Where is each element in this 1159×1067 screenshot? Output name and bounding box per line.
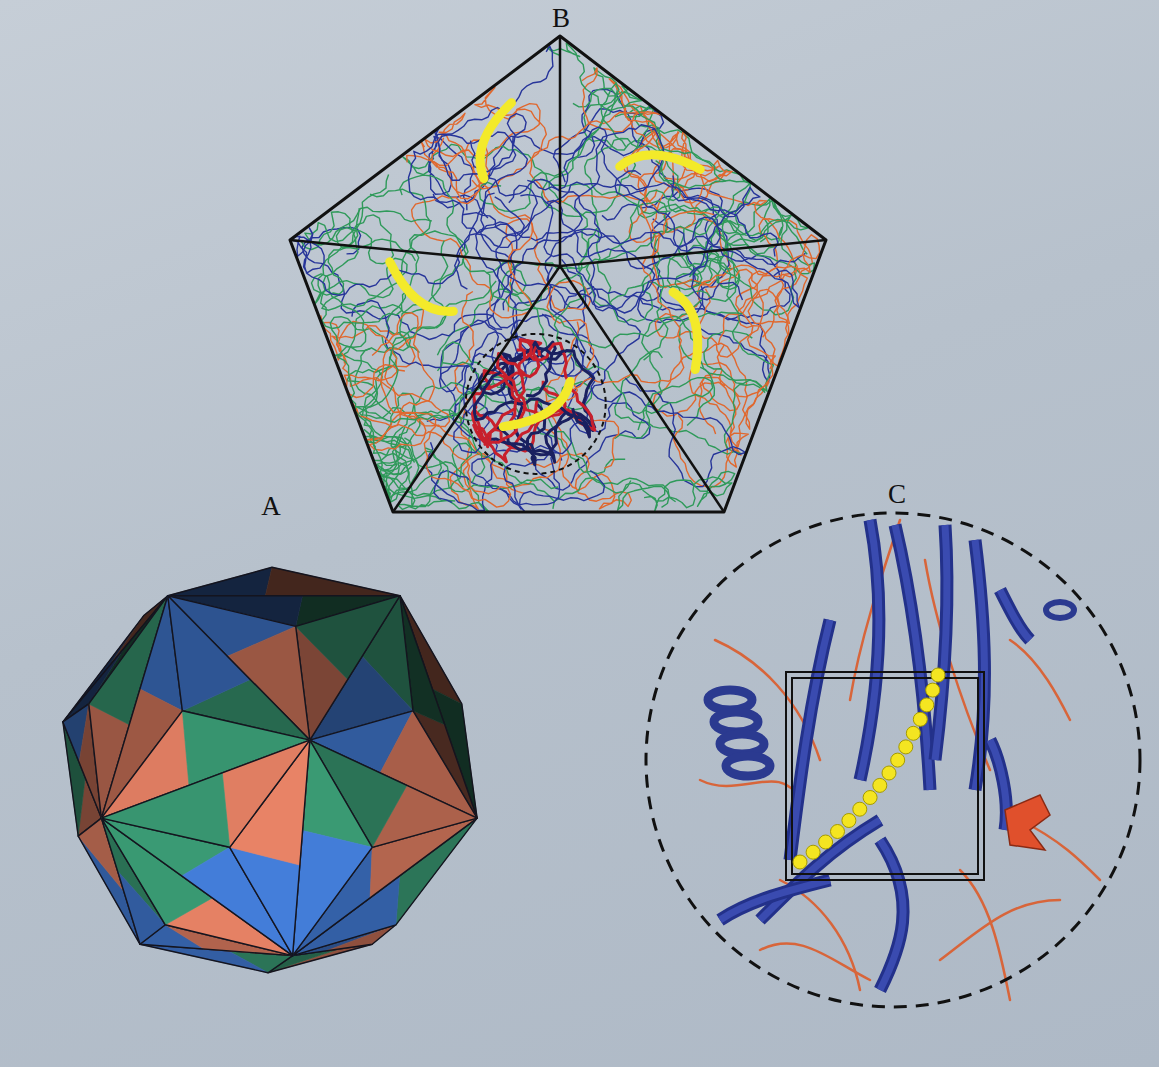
helix-turn [726, 756, 770, 776]
beta-strand [880, 840, 903, 990]
beta-strand [790, 620, 830, 860]
ligand-arc [673, 292, 698, 370]
chain-trace [618, 471, 735, 511]
beta-strand-face [895, 525, 930, 790]
chain-trace [625, 106, 770, 287]
ligand-bead [819, 835, 833, 849]
chain-trace [480, 43, 644, 211]
chain-trace [653, 343, 769, 434]
kite-patch [230, 847, 300, 955]
beta-strand [760, 820, 880, 920]
helix-turn [708, 690, 752, 710]
kite-patch [296, 596, 400, 680]
beta-strand-face [880, 840, 903, 990]
ligand-bead [793, 855, 807, 869]
ligand-bead [831, 825, 845, 839]
kite-patch [303, 740, 373, 847]
chain-trace [403, 106, 654, 216]
sector-line [290, 240, 560, 266]
zoom-circle [646, 513, 1140, 1007]
ligand-bead [913, 712, 927, 726]
beta-strand-face [760, 820, 880, 920]
pentamer-trace [290, 36, 826, 512]
pocket-box [786, 672, 984, 880]
beta-strand [860, 520, 879, 780]
ligand-bead [806, 845, 820, 859]
ligand-bead [931, 668, 945, 682]
kite-patch [293, 831, 373, 956]
beta-strand [990, 740, 1006, 830]
coil-strand [940, 900, 1060, 960]
chain-trace [409, 46, 553, 248]
chain-trace [322, 208, 442, 497]
chain-trace [495, 197, 778, 313]
highlight-circle [466, 334, 606, 474]
pentagon-outline [290, 36, 826, 512]
beta-strand [895, 525, 930, 790]
kite-patch [101, 773, 229, 847]
panel-label: C [888, 481, 906, 508]
chain-trace [301, 189, 430, 328]
chain-trace [615, 330, 765, 454]
beta-strand-face [935, 525, 947, 760]
facet-edge [168, 567, 400, 595]
ligand-bead [863, 791, 877, 805]
subunit-ribbon [646, 513, 1140, 1007]
sector-line [559, 36, 562, 266]
chain-trace [620, 95, 775, 370]
pocket-box [792, 678, 978, 874]
ligand-bead [926, 683, 940, 697]
ligand-bead [882, 766, 896, 780]
chain-trace [335, 281, 497, 476]
beta-strand-face [790, 620, 830, 860]
beta-strand [1000, 590, 1030, 640]
capsid-polyhedron [63, 567, 477, 972]
chain-trace [609, 79, 732, 203]
sector-line [560, 240, 826, 266]
ligand-bead [873, 778, 887, 792]
red-strand [1005, 795, 1050, 850]
beta-strand-face [720, 880, 830, 920]
ligand-bead [920, 698, 934, 712]
chain-trace [474, 342, 589, 437]
ligand-arc [390, 262, 454, 312]
ligand-arc [480, 103, 511, 179]
ligand-arc [620, 155, 701, 170]
sector-line [393, 266, 560, 512]
helix-turn [714, 712, 758, 732]
chain-trace [572, 89, 729, 322]
beta-strand [935, 525, 947, 760]
coil-strand [760, 943, 870, 980]
ligand-bead [899, 740, 913, 754]
helix-turn [1046, 602, 1074, 618]
beta-strand [720, 880, 830, 920]
chain-trace [527, 127, 799, 308]
beta-strand-face [1000, 590, 1030, 640]
chain-trace [462, 176, 760, 235]
ligand-arc [503, 382, 570, 427]
beta-strand-face [860, 520, 879, 780]
helix-turn [720, 734, 764, 754]
facet-edge [101, 740, 309, 847]
chain-trace [587, 161, 751, 309]
ligand-bead [842, 814, 856, 828]
coil-strand [1010, 640, 1070, 720]
sector-line [560, 266, 724, 512]
beta-strand-face [990, 740, 1006, 830]
panel-label: A [261, 493, 281, 520]
chain-trace [487, 217, 743, 329]
ligand-bead [853, 802, 867, 816]
ligand-bead [906, 726, 920, 740]
ligand-bead [891, 753, 905, 767]
panel-label: B [552, 5, 570, 32]
